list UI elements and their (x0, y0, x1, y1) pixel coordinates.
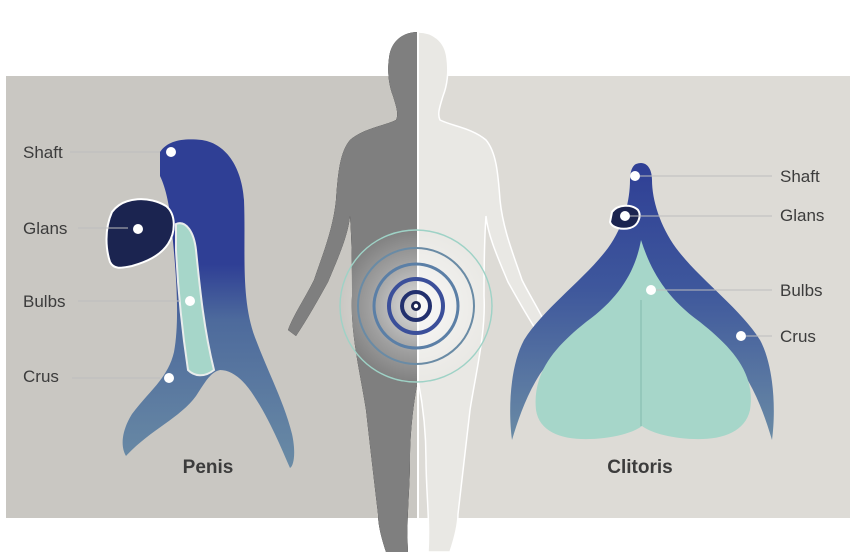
clitoris-glans-label: Glans (780, 206, 824, 225)
penis-glans-label: Glans (23, 219, 67, 238)
penis-shaft-label: Shaft (23, 143, 63, 162)
clitoris-crus-label: Crus (780, 327, 816, 346)
penis-title: Penis (183, 457, 234, 478)
penis-crus-marker (164, 373, 174, 383)
clitoris-bulbs (535, 240, 751, 440)
penis-bulbs (175, 222, 216, 377)
penis-bulbs-label: Bulbs (23, 292, 66, 311)
clitoris-glans-marker (620, 211, 630, 221)
clitoris-shaft-label: Shaft (780, 167, 820, 186)
penis-illustration (70, 139, 295, 468)
clitoris-title: Clitoris (607, 457, 672, 478)
clitoris-crus-marker (736, 331, 746, 341)
penis-organ (122, 139, 295, 468)
penis-bulbs-marker (185, 296, 195, 306)
clitoris-bulbs-marker (646, 285, 656, 295)
clitoris-shaft-marker (630, 171, 640, 181)
penis-crus-label: Crus (23, 367, 59, 386)
target-rings (338, 228, 494, 384)
penis-glans-marker (133, 224, 143, 234)
penis-shaft-marker (166, 147, 176, 157)
clitoris-illustration (510, 162, 774, 441)
clitoris-bulbs-label: Bulbs (780, 281, 823, 300)
